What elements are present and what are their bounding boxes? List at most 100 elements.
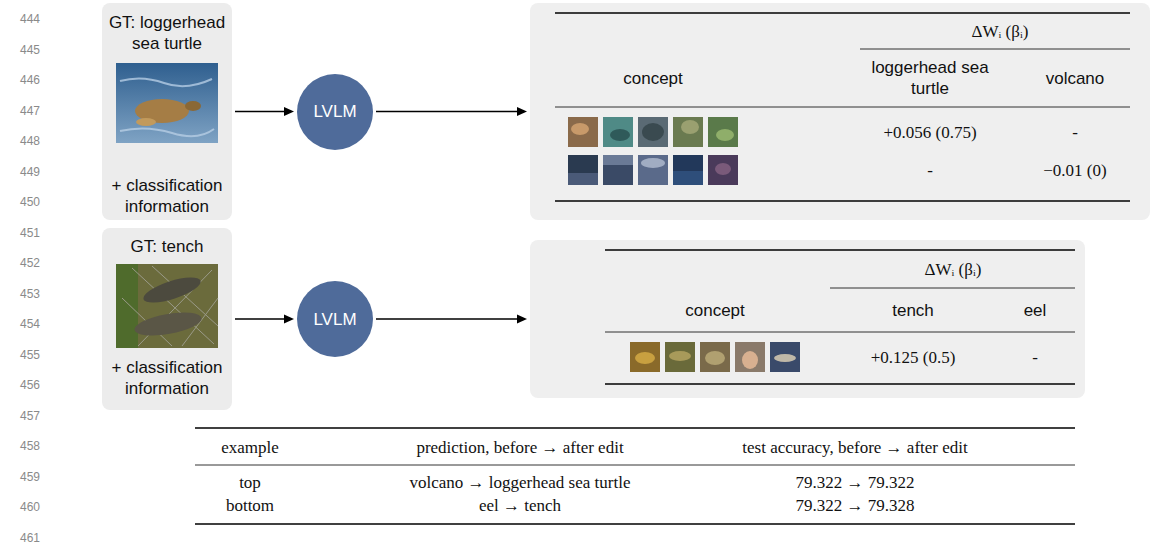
concept-patch [700, 342, 730, 372]
patch-detail [603, 155, 633, 165]
concept-patch [568, 155, 598, 185]
node-text: +0.056 (0.75) [855, 122, 1005, 143]
patch-detail [673, 171, 703, 185]
model-circle: LVLM [297, 74, 373, 150]
table-cell: top [100, 472, 400, 493]
concept-patch [630, 342, 660, 372]
arrow-connector [376, 107, 527, 116]
patch-detail [716, 129, 734, 141]
wave [120, 128, 214, 136]
line-number: 445 [4, 43, 40, 57]
line-number: 450 [4, 195, 40, 209]
patch-detail [641, 158, 665, 168]
patch-detail [742, 351, 758, 369]
concept-patch [735, 342, 765, 372]
arrow-connector [235, 107, 294, 116]
line-number: 448 [4, 134, 40, 148]
line-number: 455 [4, 348, 40, 362]
table-cell: 79.322 → 79.328 [705, 495, 1005, 516]
node-heading: ΔWᵢ (βᵢ) [853, 259, 1053, 280]
node-heading: LVLM [300, 101, 370, 122]
connector-line [235, 111, 285, 112]
node-heading: GT: tench [105, 236, 229, 257]
table-cell: bottom [100, 495, 400, 516]
patch-detail [568, 173, 598, 185]
wave [120, 78, 212, 86]
ground [116, 264, 218, 348]
node-text: volcano [1025, 68, 1125, 89]
connector-line [376, 111, 518, 112]
edit-table-panel: ΔWᵢ (βᵢ)concepttencheel+0.125 (0.5)- [530, 240, 1085, 398]
turtle-head [185, 101, 201, 111]
table-cell: eel → tench [370, 495, 670, 516]
line-number: 457 [4, 409, 40, 423]
arrow-head [284, 315, 294, 324]
patch-detail [669, 351, 691, 361]
top-rule [605, 249, 1075, 251]
node-text: + classification information [105, 357, 229, 399]
table-cell: example [100, 437, 400, 458]
concept-patch [708, 155, 738, 185]
input-box: GT: loggerhead sea turtle + classificatio… [102, 3, 232, 220]
connector-line [235, 318, 285, 319]
node-text: - [900, 160, 960, 181]
line-number: 460 [4, 500, 40, 514]
header-rule [860, 49, 1130, 50]
line-number: 447 [4, 104, 40, 118]
patch-detail [610, 129, 630, 141]
edit-table-panel: ΔWᵢ (βᵢ)conceptloggerhead sea turtlevolc… [530, 3, 1150, 220]
model-circle: LVLM [297, 281, 373, 357]
line-number: 453 [4, 287, 40, 301]
line-number: 449 [4, 165, 40, 179]
node-text: eel [995, 300, 1075, 321]
edit-table-figure [530, 3, 1150, 220]
connector-line [376, 318, 518, 319]
line-number: 446 [4, 73, 40, 87]
node-heading: LVLM [300, 309, 370, 330]
line-number: 451 [4, 226, 40, 240]
concept-patch [603, 117, 633, 147]
arrow-head [284, 107, 294, 116]
line-number: 458 [4, 439, 40, 453]
concept-patch [568, 117, 598, 147]
patch-detail [635, 352, 655, 364]
header-rule [830, 288, 1075, 289]
mid-rule [555, 107, 1130, 108]
table-cell: 79.322 → 79.322 [705, 472, 1005, 493]
top-rule [195, 427, 1075, 429]
line-number: 454 [4, 317, 40, 331]
turtle-flipper [136, 118, 156, 126]
node-text: tench [853, 300, 973, 321]
mid-rule [605, 332, 1075, 333]
table-cell: prediction, before → after edit [370, 437, 670, 458]
node-text: concept [645, 300, 785, 321]
patch-detail [705, 351, 725, 365]
line-number: 444 [4, 12, 40, 26]
line-number: 456 [4, 378, 40, 392]
node-text: loggerhead sea turtle [865, 57, 995, 99]
line-number: 452 [4, 256, 40, 270]
arrow-head [517, 315, 527, 324]
table-cell: volcano → loggerhead sea turtle [370, 472, 670, 493]
patch-detail [681, 120, 699, 134]
concept-patch [638, 155, 668, 185]
concept-patch [708, 117, 738, 147]
top-rule [555, 12, 1130, 14]
concept-patch [770, 342, 800, 372]
grass [116, 264, 138, 348]
arrow-connector [376, 315, 527, 324]
bottom-rule [195, 523, 1075, 525]
node-heading: GT: loggerhead sea turtle [105, 12, 229, 54]
input-box: GT: tench + classification information [102, 228, 232, 410]
node-text: + classification information [105, 175, 229, 217]
concept-patch [673, 117, 703, 147]
node-text: - [1005, 347, 1065, 368]
fish [133, 308, 203, 340]
mid-rule [195, 465, 1075, 466]
node-text: - [1045, 122, 1105, 143]
arrow-head [517, 107, 527, 116]
node-text: −0.01 (0) [1025, 160, 1125, 181]
patch-detail [774, 354, 796, 362]
node-heading: ΔWᵢ (βᵢ) [900, 21, 1100, 42]
